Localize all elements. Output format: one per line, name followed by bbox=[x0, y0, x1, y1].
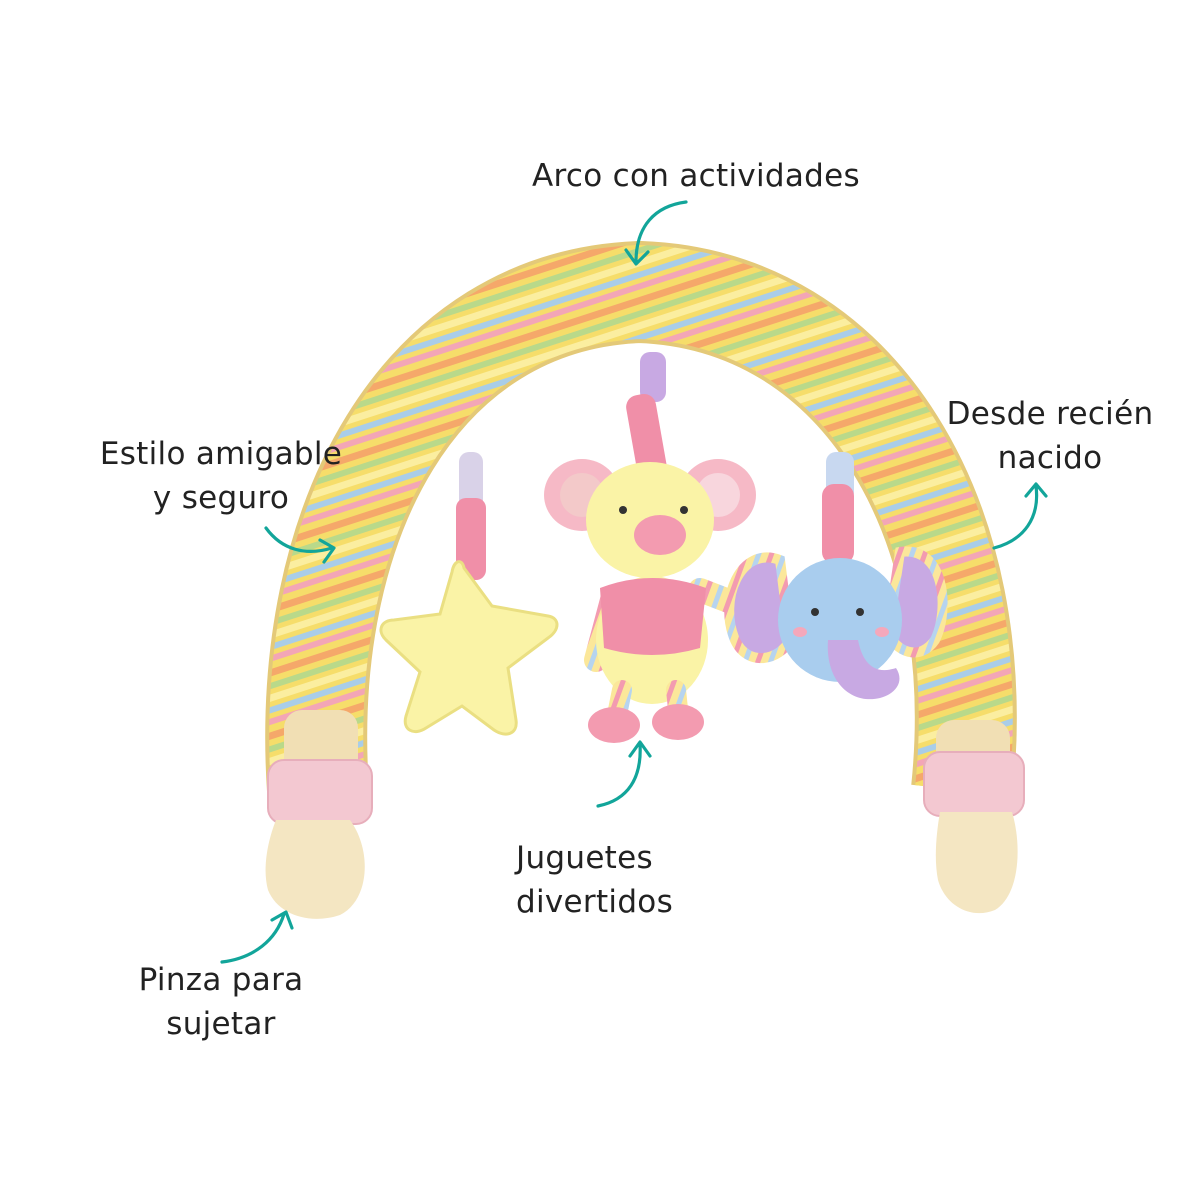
newborn-arrow-icon bbox=[992, 482, 1048, 550]
elephant-toy bbox=[724, 452, 948, 700]
label-clip-line2: sujetar bbox=[166, 1006, 276, 1042]
mouse-shirt bbox=[600, 578, 706, 655]
toys-arrow-icon bbox=[596, 740, 652, 808]
label-newborn: Desde recién nacido bbox=[942, 392, 1158, 480]
mouse-loop bbox=[640, 352, 666, 402]
mouse-snout bbox=[634, 515, 686, 555]
label-style: Estilo amigable y seguro bbox=[96, 432, 346, 520]
arch-arrow-icon bbox=[624, 200, 688, 266]
label-clip-line1: Pinza para bbox=[138, 962, 304, 998]
label-newborn-line1: Desde recién bbox=[946, 396, 1154, 432]
mouse-toy bbox=[544, 352, 764, 743]
elephant-trunk bbox=[827, 640, 900, 700]
mouse-foot-left bbox=[588, 707, 640, 743]
clip-arrow-icon bbox=[220, 910, 294, 964]
star-strap bbox=[456, 498, 486, 580]
elephant-head bbox=[778, 558, 902, 682]
label-toys: Juguetes divertidos bbox=[516, 836, 673, 924]
elephant-ear-left bbox=[724, 552, 796, 663]
mouse-foot-right bbox=[652, 704, 704, 740]
arch-tube bbox=[269, 244, 1013, 795]
left-clip-jaw bbox=[265, 820, 365, 919]
elephant-eye-right bbox=[856, 608, 864, 616]
label-toys-line1: Juguetes bbox=[516, 840, 653, 876]
label-style-line2: y seguro bbox=[152, 480, 290, 516]
elephant-ear-right bbox=[882, 546, 948, 658]
star-toy bbox=[379, 452, 559, 736]
right-clip-ring bbox=[923, 751, 1025, 817]
label-style-line1: Estilo amigable bbox=[99, 436, 343, 472]
right-clip-jaw bbox=[935, 812, 1018, 914]
label-arch-line1: Arco con actividades bbox=[532, 158, 860, 194]
label-arch: Arco con actividades bbox=[532, 154, 860, 198]
mouse-eye-left bbox=[619, 506, 627, 514]
style-arrow-icon bbox=[264, 526, 336, 564]
label-newborn-line2: nacido bbox=[997, 440, 1103, 476]
left-clip-ring bbox=[267, 759, 373, 825]
left-clip bbox=[265, 710, 373, 919]
activity-arch bbox=[265, 240, 1017, 796]
right-clip bbox=[923, 720, 1025, 914]
star-strap-top bbox=[459, 452, 483, 512]
elephant-strap bbox=[822, 484, 854, 564]
star-plush bbox=[379, 560, 559, 736]
label-toys-line2: divertidos bbox=[516, 884, 674, 920]
elephant-cheek-left bbox=[793, 627, 807, 637]
mouse-eye-right bbox=[680, 506, 688, 514]
label-clip: Pinza para sujetar bbox=[134, 958, 308, 1046]
elephant-eye-left bbox=[811, 608, 819, 616]
elephant-cheek-right bbox=[875, 627, 889, 637]
